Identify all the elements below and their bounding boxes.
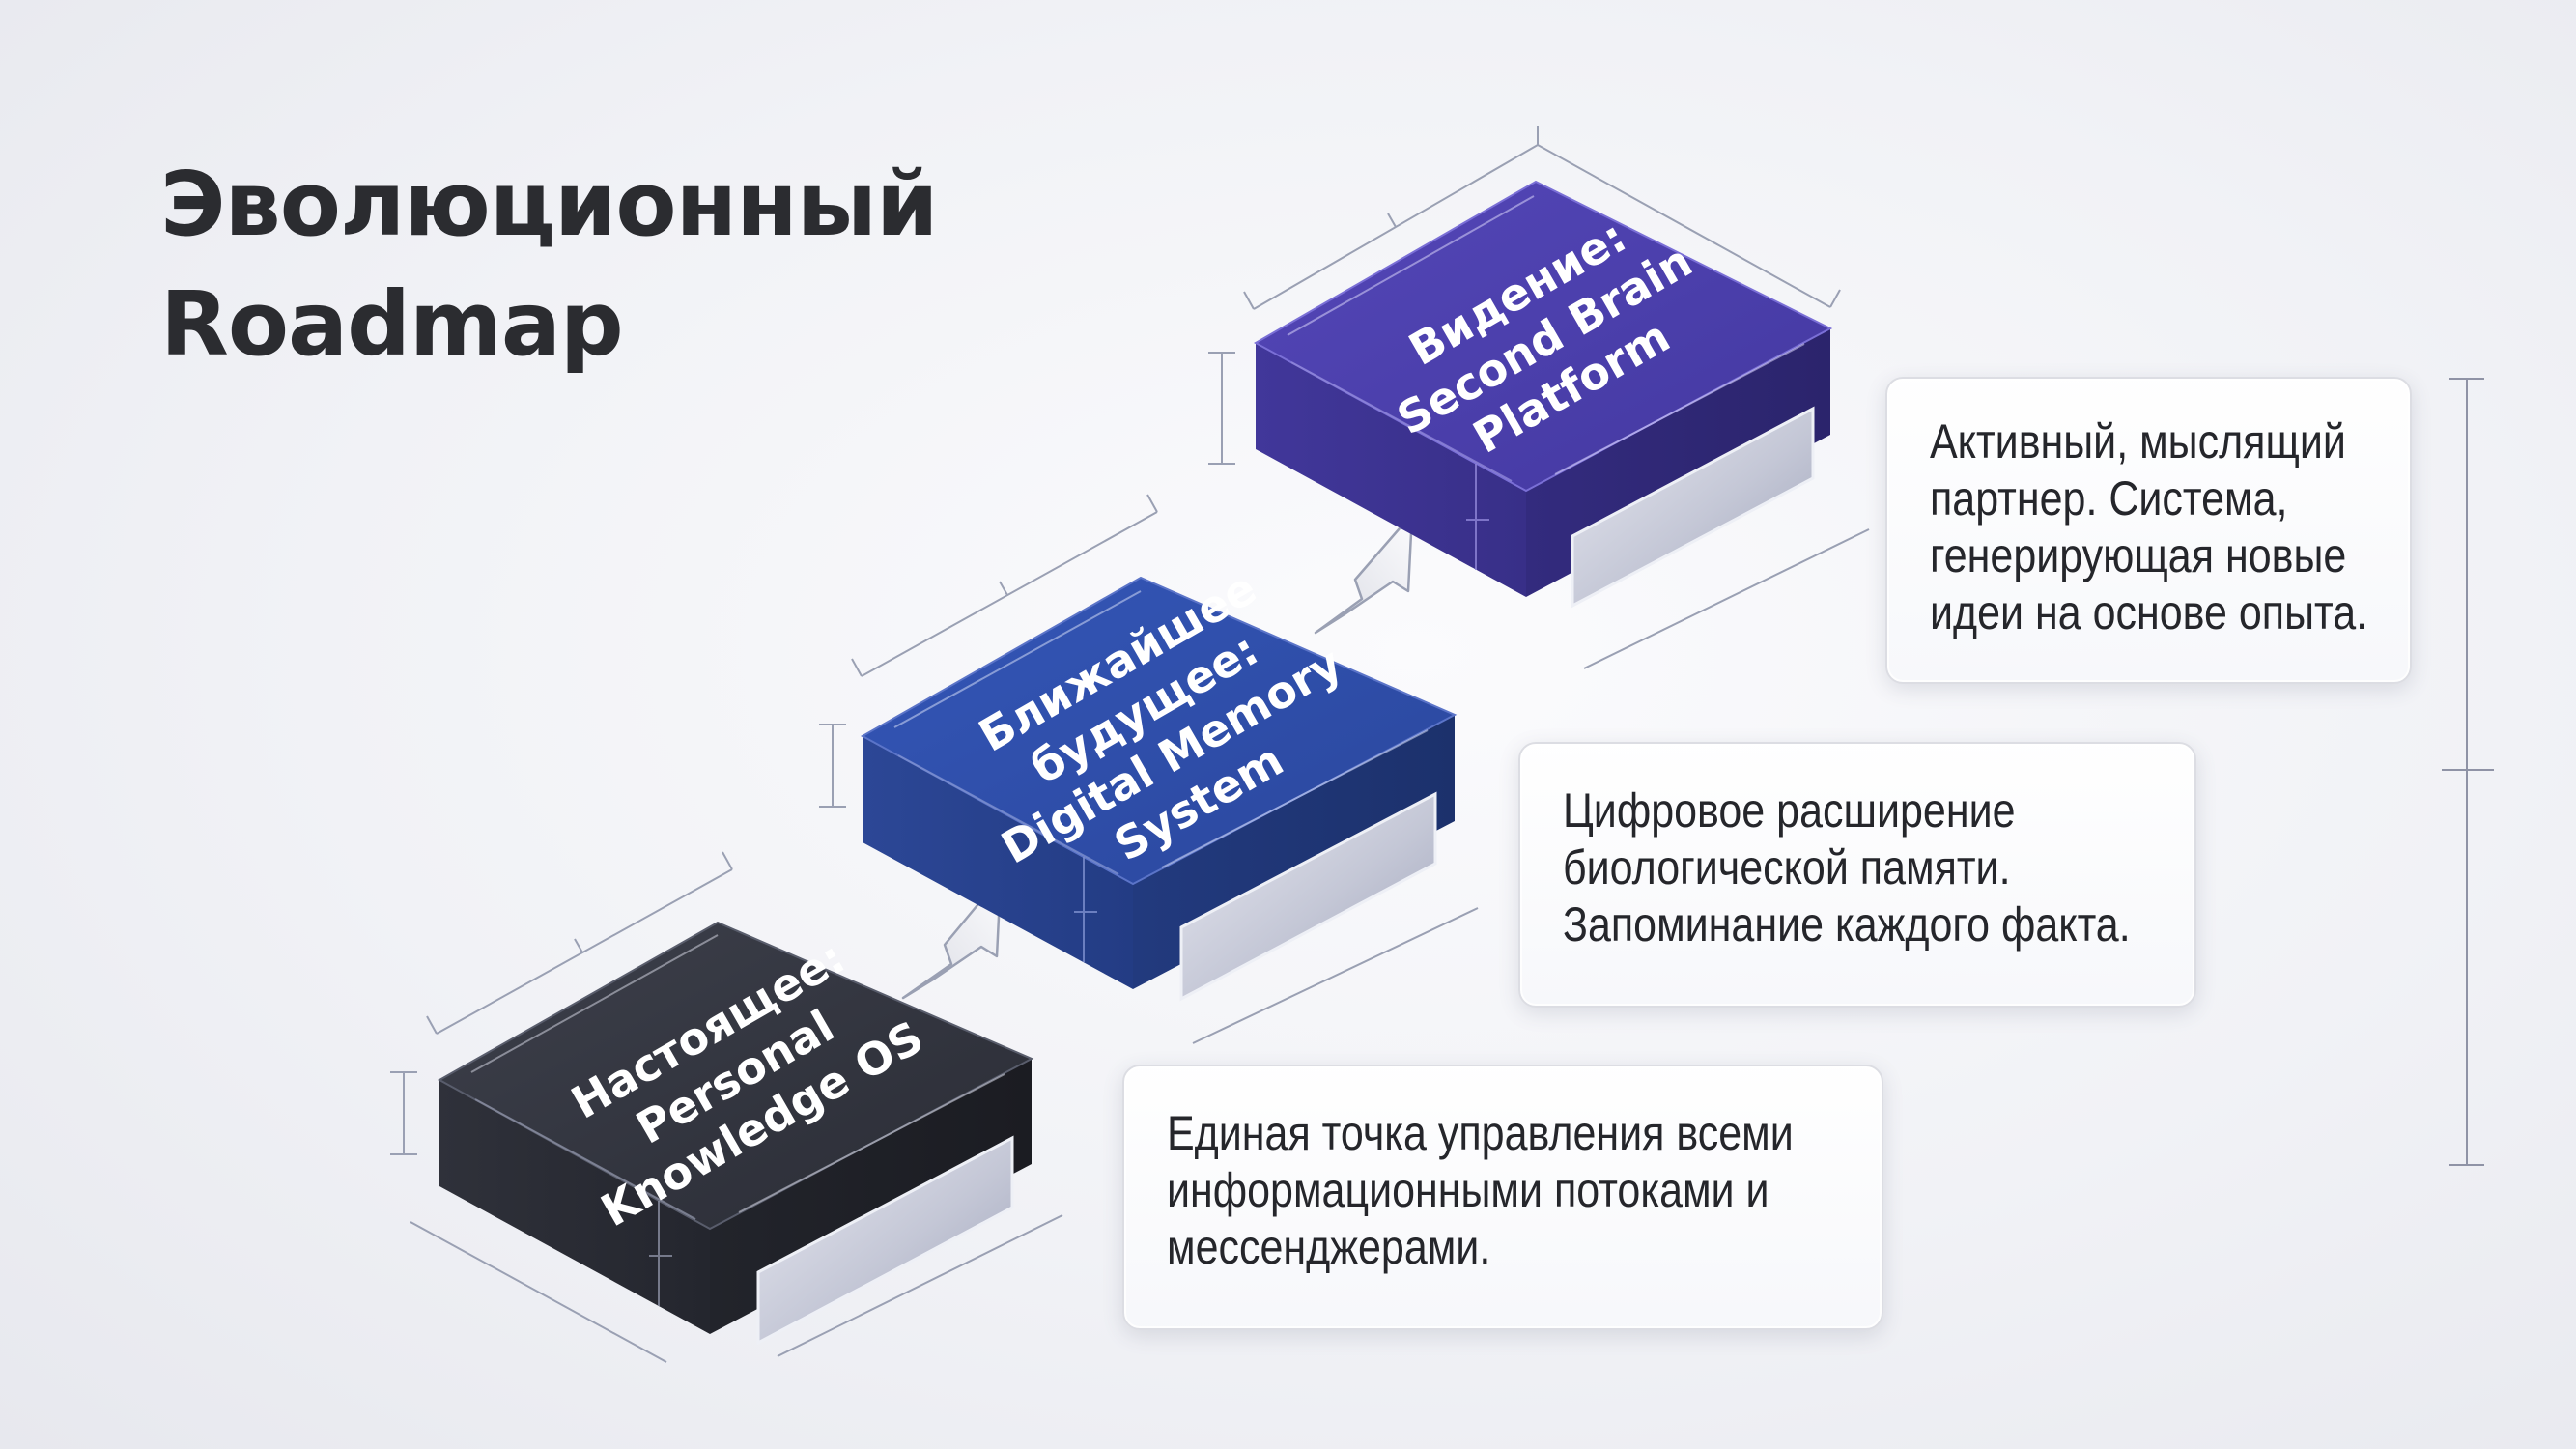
title-line-2: Roadmap: [160, 272, 624, 376]
stage-1-side-left: [439, 1080, 710, 1334]
stage-1-surface-marks: [470, 934, 1005, 1213]
stage-2-description-line: Запоминание каждого факта.: [1563, 897, 2131, 952]
stage-3-description-line: Активный, мыслящий: [1930, 414, 2346, 469]
stage-1-panel: [756, 1135, 1014, 1346]
stage-1-guides: [390, 851, 1063, 1363]
stage-2-guides: [819, 494, 1479, 1044]
stage-2-side-marks: [897, 754, 1119, 962]
right-dimension-line: [2442, 378, 2494, 1166]
stage-3-description-line: партнер. Система,: [1930, 471, 2288, 526]
stage-3-description: Активный, мыслящий партнер. Система, ген…: [1885, 377, 2412, 684]
stage-2-panel: [1179, 791, 1437, 1002]
stage-2-description: Цифровое расширение биологической памяти…: [1518, 742, 2196, 1008]
stage-3-top: [1253, 180, 1833, 493]
stage-2-description-line: биологической памяти.: [1563, 840, 2011, 895]
stage-3-guides: [1208, 126, 1870, 669]
stage-3-surface-marks: [1287, 195, 1805, 475]
stage-3-side-left: [1256, 343, 1526, 597]
stage-1-description: Единая точка управления всеми информацио…: [1122, 1065, 1883, 1330]
stage-3-side-marks: [1290, 361, 1513, 570]
stage-1-side-marks: [474, 1098, 696, 1306]
stage-3-description-line: генерирующая новые: [1930, 528, 2347, 582]
stage-2-arrow: [1314, 512, 1414, 635]
stage-3-description-line: идеи на основе опыта.: [1930, 585, 2368, 639]
stage-2-description-line: Цифровое расширение: [1563, 783, 2016, 838]
stage-1-description-line: мессенджерами.: [1167, 1220, 1491, 1274]
stage-3-panel: [1571, 406, 1815, 609]
stage-1-description-line: Единая точка управления всеми: [1167, 1106, 1794, 1160]
title-line-1: Эволюционный: [160, 153, 938, 256]
stage-2-top: [860, 576, 1458, 886]
stage-2-side-left: [863, 736, 1133, 989]
stage-1-top: [437, 921, 1034, 1231]
stage-1-arrow: [901, 875, 1003, 1000]
page-title: Эволюционный Roadmap: [160, 145, 938, 384]
stage-2-surface-marks: [893, 590, 1429, 868]
stage-1-description-line: информационными потоками и: [1167, 1163, 1769, 1217]
